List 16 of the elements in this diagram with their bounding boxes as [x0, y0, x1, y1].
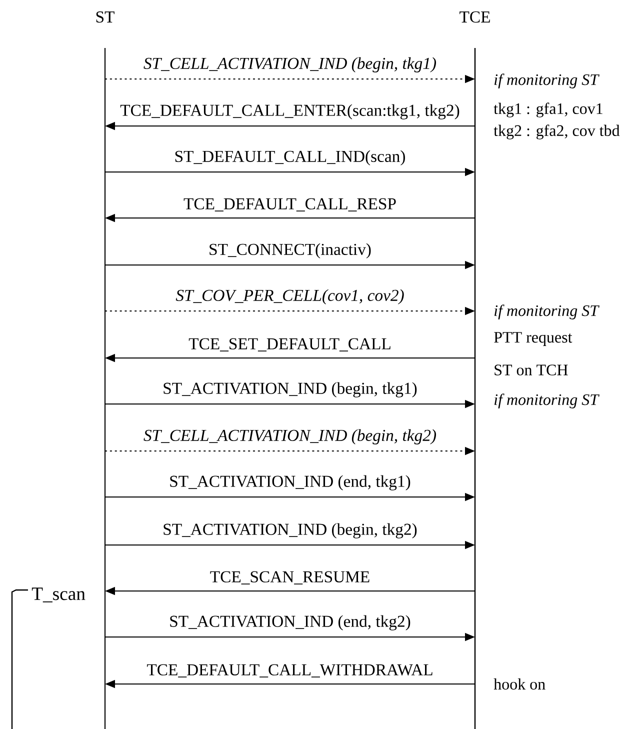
message-label: TCE_SCAN_RESUME [210, 571, 370, 584]
message-label: ST_CELL_ACTIVATION_IND (begin, tkg1) [144, 57, 436, 72]
message-label: ST_DEFAULT_CALL_IND(scan) [175, 150, 405, 166]
message-label: ST_COV_PER_CELL(cov1, cov2) [176, 289, 404, 304]
message-label: ST_ACTIVATION_IND (begin, tkg1) [164, 382, 417, 398]
message-label: TCE_DEFAULT_CALL_WITHDRAWAL [147, 664, 432, 678]
message-label: TCE_SET_DEFAULT_CALL [188, 338, 390, 352]
message-label: ST_ACTIVATION_IND (end, tkg1) [170, 475, 410, 490]
lifeline: TCE [460, 11, 490, 729]
message-label: TCE_DEFAULT_CALL_RESP [184, 198, 396, 212]
message-label: ST_CONNECT(inactiv) [210, 243, 371, 258]
message-label: ST_ACTIVATION_IND (end, tkg2) [170, 615, 410, 630]
message-label: ST_ACTIVATION_IND (begin, tkg2) [164, 523, 417, 538]
lifeline: ST [96, 11, 114, 729]
message-label: ST_CELL_ACTIVATION_IND (begin, tkg2) [144, 429, 436, 444]
message-label: TCE_DEFAULT_CALL_ENTER(scan:tkg1, tkg2) [120, 104, 460, 120]
